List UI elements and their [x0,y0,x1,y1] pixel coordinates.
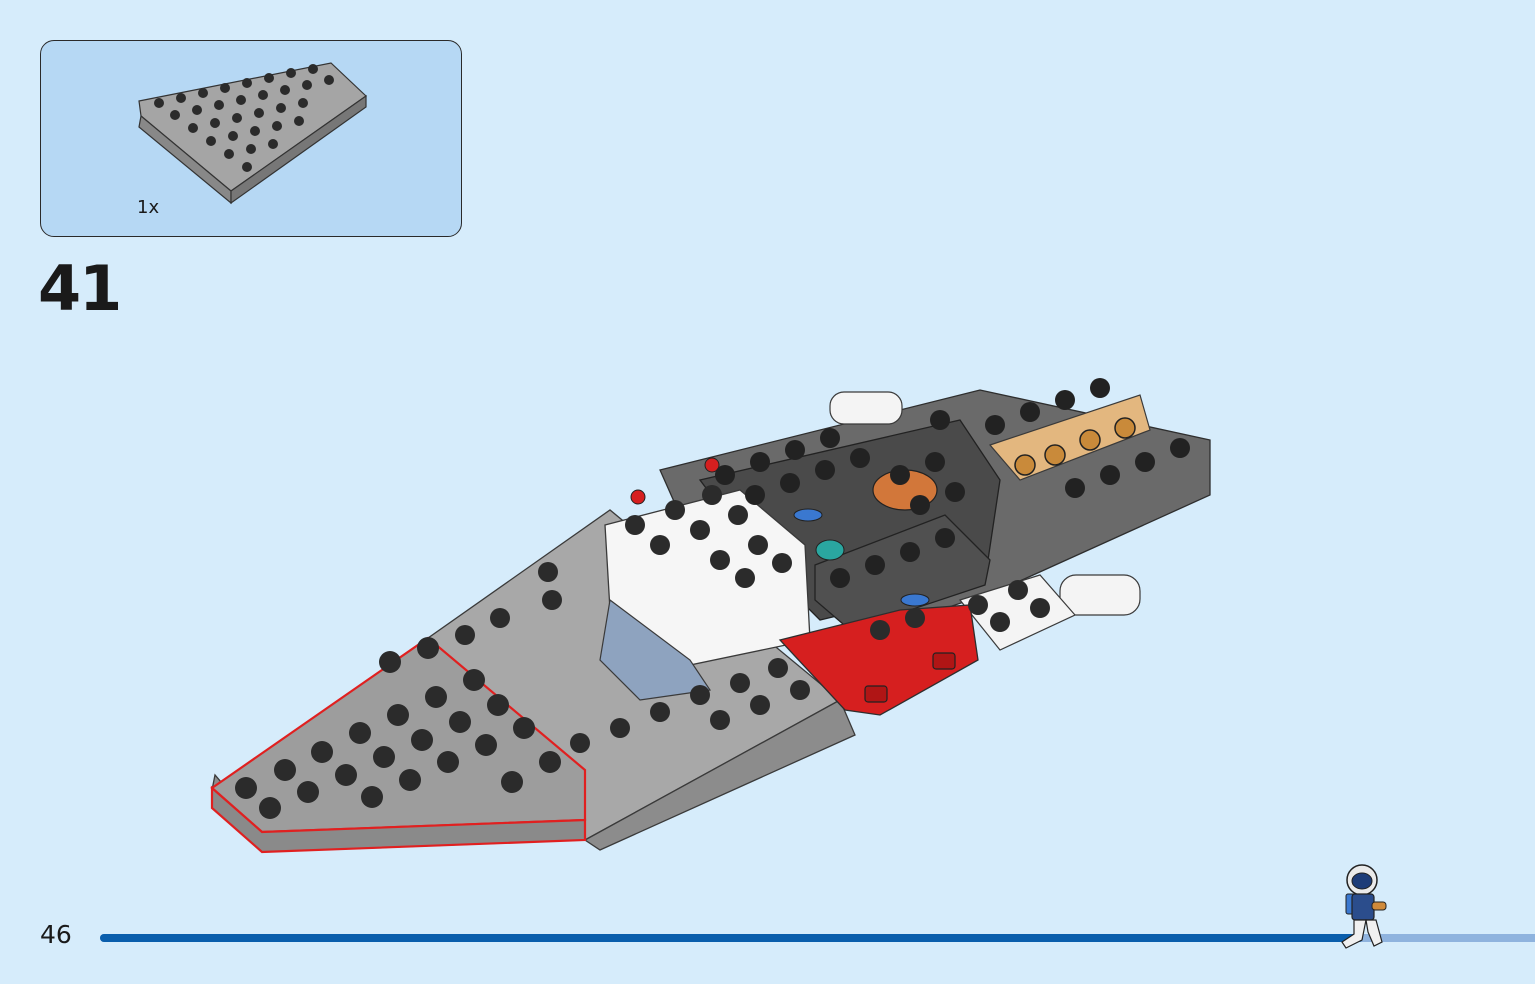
spaceship-model-illustration [210,378,1211,854]
astronaut-runner-icon [1341,864,1387,949]
parts-callout: 1x [40,40,462,237]
step-number: 41 [38,252,122,325]
part-quantity: 1x [137,197,160,218]
progress-bar-fill [100,934,1363,942]
progress-bar [100,934,1535,942]
page-number: 46 [40,920,72,949]
grey-wedge-plate-icon [138,62,367,205]
